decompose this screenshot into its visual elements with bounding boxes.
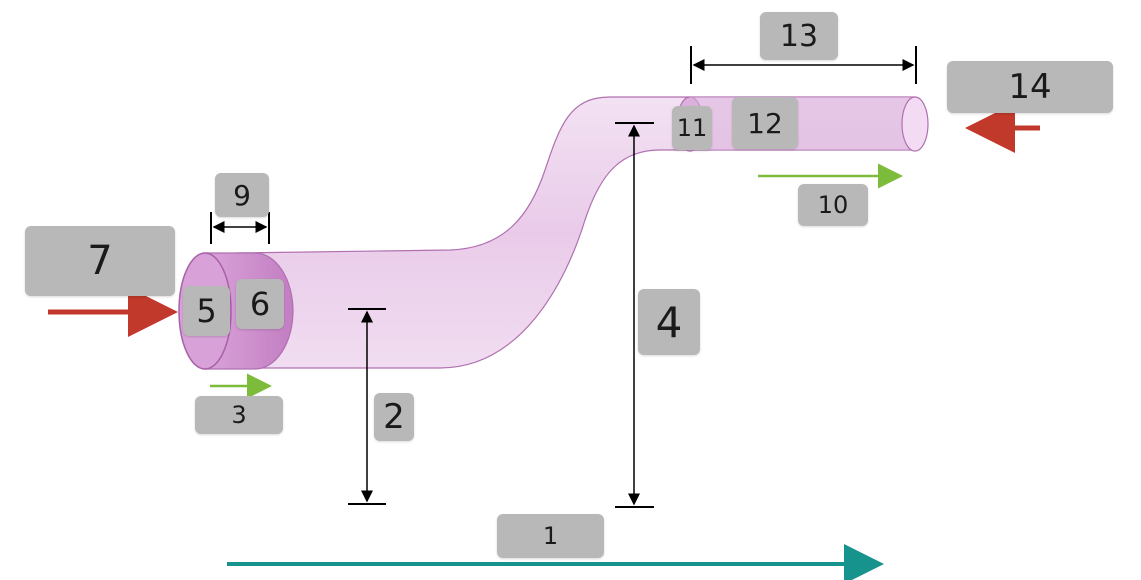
label-7: 7: [25, 226, 175, 296]
label-11: 11: [672, 106, 712, 150]
label-3: 3: [195, 396, 283, 434]
pipe-body: [234, 96, 916, 369]
label-13: 13: [760, 12, 838, 60]
label-14: 14: [947, 61, 1113, 113]
label-6: 6: [236, 279, 284, 329]
narrow-section-exit-face: [901, 96, 929, 152]
label-4: 4: [638, 289, 700, 355]
label-12: 12: [732, 97, 798, 149]
label-9: 9: [215, 173, 269, 217]
label-10: 10: [798, 184, 868, 226]
label-5: 5: [183, 286, 230, 336]
label-1: 1: [497, 514, 604, 558]
narrow-section-shading: [690, 97, 915, 150]
label-2: 2: [374, 393, 414, 441]
